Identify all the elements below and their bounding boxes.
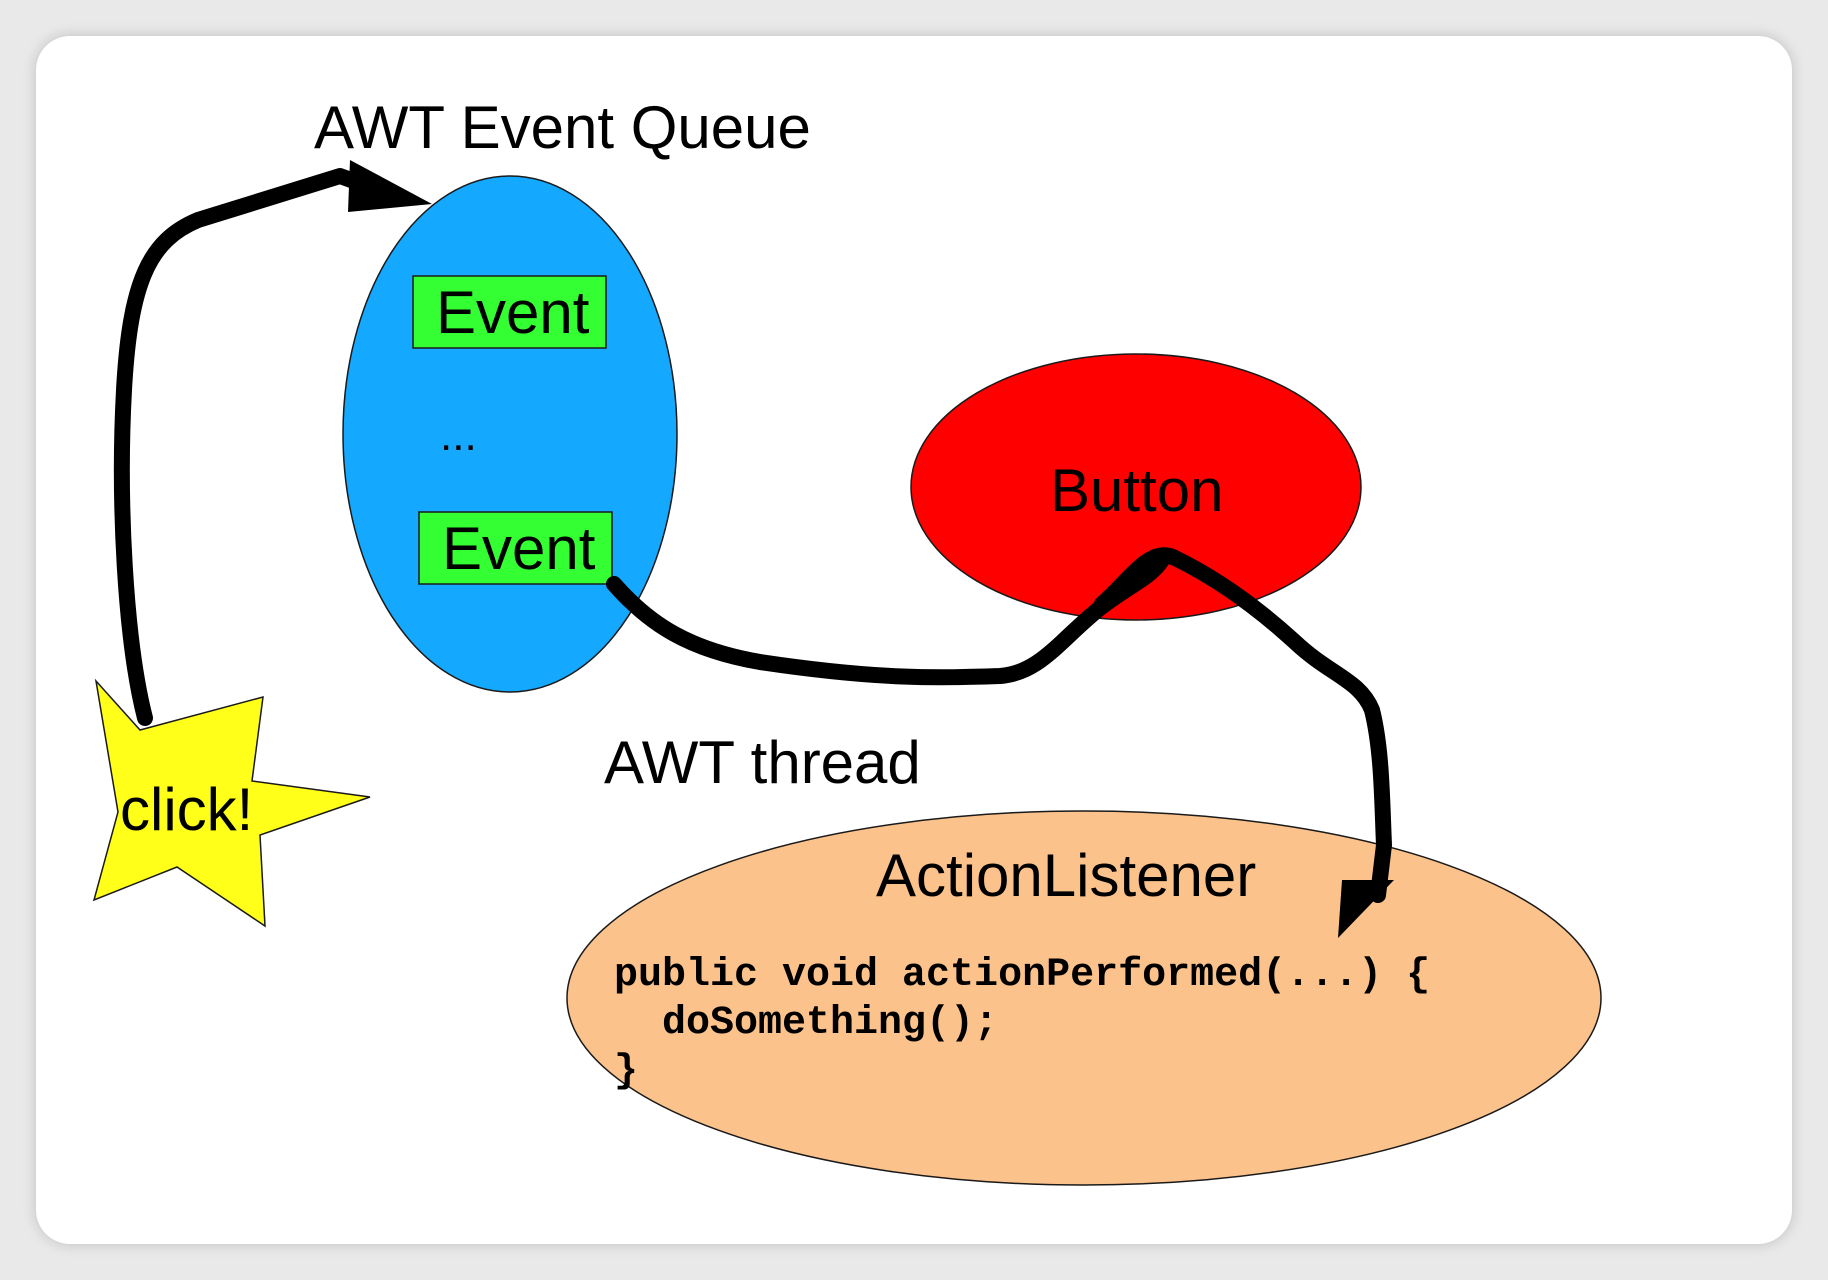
event-queue-ellipse — [342, 175, 678, 693]
event-box-bottom — [418, 511, 613, 585]
click-to-queue-arrowhead — [348, 160, 432, 212]
awt-thread-label: AWT thread — [604, 729, 921, 796]
code-line-1: public void actionPerformed(...) { — [614, 953, 1430, 998]
queue-ellipsis: ... — [440, 411, 477, 460]
code-line-2: doSomething(); — [614, 1001, 998, 1046]
click-label: click! — [120, 776, 253, 843]
button-label: Button — [1050, 457, 1223, 524]
click-star-shape — [92, 678, 371, 928]
click-to-queue-arrow — [113, 168, 370, 726]
event-queue-title: AWT Event Queue — [314, 94, 811, 161]
code-line-3: } — [614, 1049, 638, 1094]
action-listener-label: ActionListener — [876, 842, 1256, 909]
event-box-top — [412, 275, 607, 349]
button-to-listener-arrow — [1094, 547, 1392, 903]
event-label-bottom: Event — [442, 515, 596, 582]
event-label-top: Event — [436, 279, 590, 346]
button-to-listener-arrowhead — [1338, 880, 1394, 938]
button-ellipse — [910, 353, 1362, 621]
